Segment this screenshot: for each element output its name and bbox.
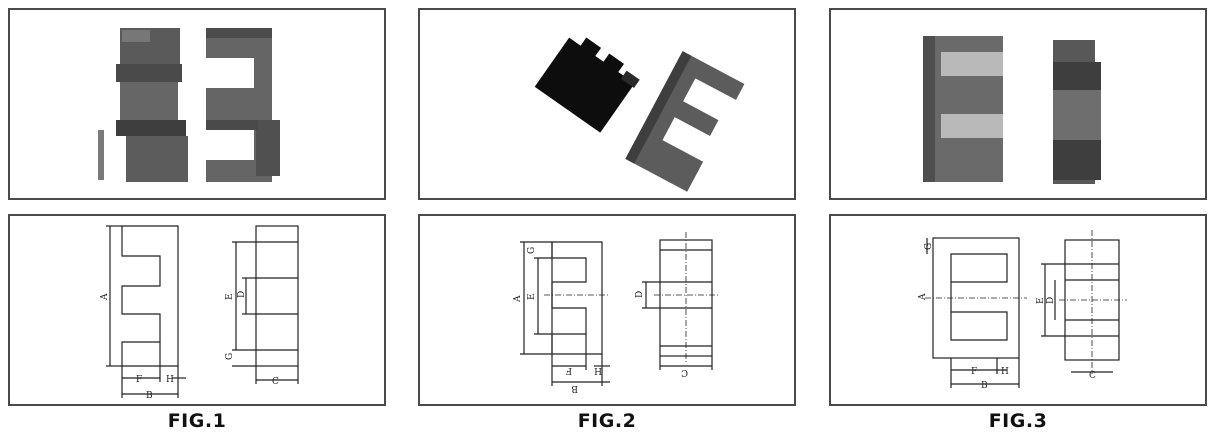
fig1-dim-g: G [225, 353, 235, 360]
fig2-drawing: A B C D E F G H [418, 214, 796, 406]
fig2-dim-c: C [681, 367, 688, 377]
fig1-dim-e: E [225, 293, 235, 300]
fig2-photo [418, 8, 796, 200]
fig1-dim-a: A [100, 293, 110, 301]
fig3-photo [829, 8, 1207, 200]
fig1-dim-d: D [237, 291, 247, 298]
fig2-dim-a: A [513, 295, 523, 303]
fig3-dim-e: E [1036, 297, 1046, 304]
fig1-photo [8, 8, 386, 200]
fig1-dim-c: C [272, 377, 279, 387]
fig3-dim-b: B [981, 381, 988, 391]
fig1-dim-b: B [146, 391, 153, 401]
fig1-dimension-drawing: A B C D E F G H [100, 225, 299, 401]
fig1-caption: FIG.1 [167, 410, 227, 432]
fig3-dim-a: A [918, 293, 928, 301]
fig2-dim-f: F [566, 365, 572, 375]
fig3-dim-h: H [1001, 367, 1009, 377]
fig3-dim-c: C [1089, 371, 1096, 381]
fig3-dimension-drawing: A B C D E F G H [918, 230, 1127, 391]
fig1-drawing: A B C D E F G H [8, 214, 386, 406]
fig2-dim-d: D [635, 291, 645, 298]
fig2-dim-b: B [571, 383, 578, 393]
fig2-dimension-drawing: A B C D E F G H [513, 232, 718, 393]
fig3-caption: FIG.3 [988, 410, 1048, 432]
fig2-dim-h: H [594, 365, 602, 375]
fig1-dim-h: H [166, 375, 174, 385]
fig2-dim-e: E [527, 293, 537, 300]
fig2-core-photo [534, 37, 745, 192]
fig1-dim-f: F [136, 375, 142, 385]
fig3-drawing: A B C D E F G H [829, 214, 1207, 406]
fig3-dim-g: G [924, 243, 934, 250]
fig3-dim-d: D [1046, 297, 1056, 304]
fig2-caption: FIG.2 [577, 410, 637, 432]
fig3-core-photo [923, 36, 1101, 184]
fig1-core-photo [98, 28, 280, 182]
fig2-dim-g: G [527, 247, 537, 254]
fig3-dim-f: F [971, 367, 977, 377]
